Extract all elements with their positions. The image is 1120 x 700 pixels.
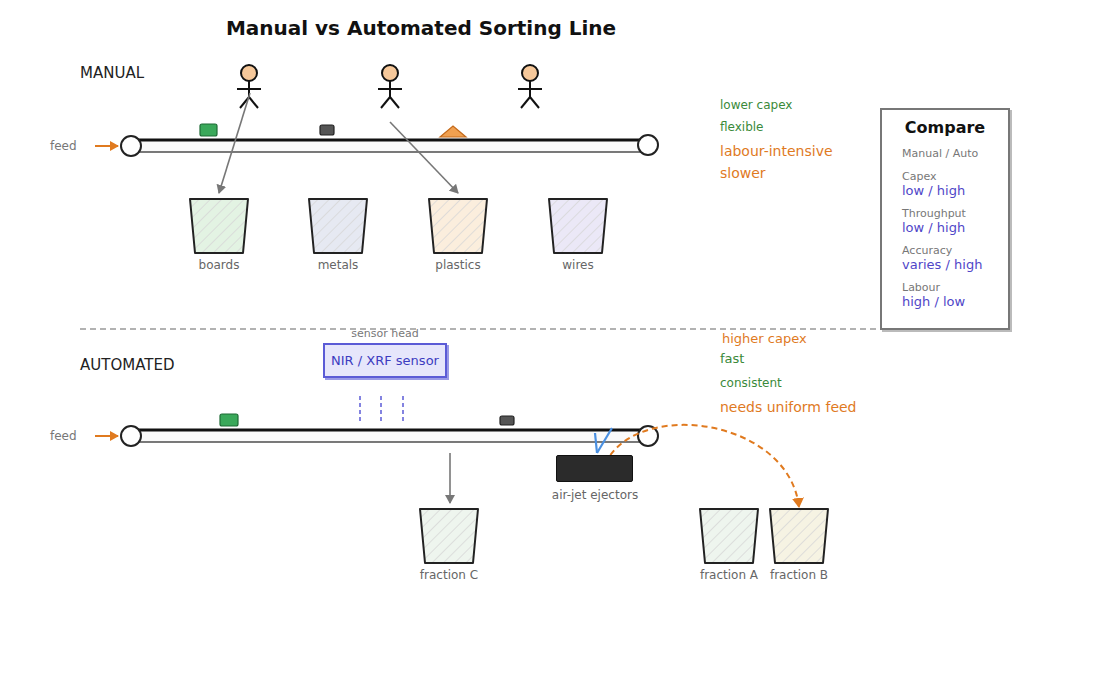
con-note: higher capex [720,331,809,347]
pro-note: lower capex [720,98,792,112]
ejector-bar: air-jet ejectors [552,455,638,502]
section-heading: MANUAL [80,64,144,82]
sorting-bin: fraction A [689,506,769,582]
manual-conveyor [121,135,658,156]
con-note: slower [720,165,766,182]
bin-outline [409,506,489,566]
bin-outline [689,506,769,566]
sorter-worker [378,65,402,108]
bin-outline [538,196,618,256]
ejector-block [556,455,633,482]
automated-conveyor [121,426,658,446]
pro-note: consistent [720,376,782,390]
sensor-name: NIR / XRF sensor [331,353,439,368]
ejector-label: air-jet ejectors [552,488,638,502]
feed-arrow [95,145,118,147]
sorter-worker [237,65,261,108]
sorting-bin: boards [179,196,259,272]
metal-item [320,125,334,135]
pick-arrow [219,93,250,193]
compare-value: low / high [902,220,996,235]
bin-outline [759,506,839,566]
panel-heading: Compare [894,118,996,137]
feed-arrow [95,435,118,437]
compare-row-label: Labour [902,281,996,294]
section-heading: AUTOMATED [80,356,174,374]
sensor-head: sensor headNIR / XRF sensor [323,327,447,378]
air-nozzle [595,428,612,453]
bin-label: wires [538,258,618,272]
compare-row-label: Accuracy [902,244,996,257]
sorting-bin: fraction C [409,506,489,582]
sensor-beams [360,396,403,422]
pro-note: fast [720,351,744,367]
compare-value: varies / high [902,257,996,272]
section-divider [80,328,1010,329]
compare-row-label: Capex [902,170,996,183]
bin-label: plastics [418,258,498,272]
pick-arrow [390,122,458,193]
eject-trajectory [610,425,799,507]
board-item [200,124,217,136]
sorting-bin: wires [538,196,618,272]
bin-label: fraction B [759,568,839,582]
sorter-worker [518,65,542,108]
bin-outline [179,196,259,256]
bin-outline [418,196,498,256]
compare-row-label: Throughput [902,207,996,220]
sorting-bin: metals [298,196,378,272]
compare-panel: CompareManual / AutoCapexlow / highThrou… [880,108,1010,330]
compare-row-label: Manual / Auto [902,147,996,160]
con-note: labour-intensive [720,143,833,160]
compare-value: low / high [902,183,996,198]
bin-label: boards [179,258,259,272]
feed-label: feed [50,429,77,443]
metal-item [500,416,514,425]
bin-outline [298,196,378,256]
compare-value: high / low [902,294,996,309]
sensor-caption: sensor head [323,327,447,340]
pro-note: flexible [720,120,764,134]
sensor-box: NIR / XRF sensor [323,343,447,378]
bin-label: fraction C [409,568,489,582]
drop-arrow [449,453,451,503]
con-note: needs uniform feed [720,399,857,416]
board-item [220,414,238,426]
bin-label: fraction A [689,568,769,582]
bin-label: metals [298,258,378,272]
diagram-title: Manual vs Automated Sorting Line [226,16,616,40]
feed-label: feed [50,139,77,153]
sorting-bin: plastics [418,196,498,272]
sorting-bin: fraction B [759,506,839,582]
plastic-item [440,126,466,137]
